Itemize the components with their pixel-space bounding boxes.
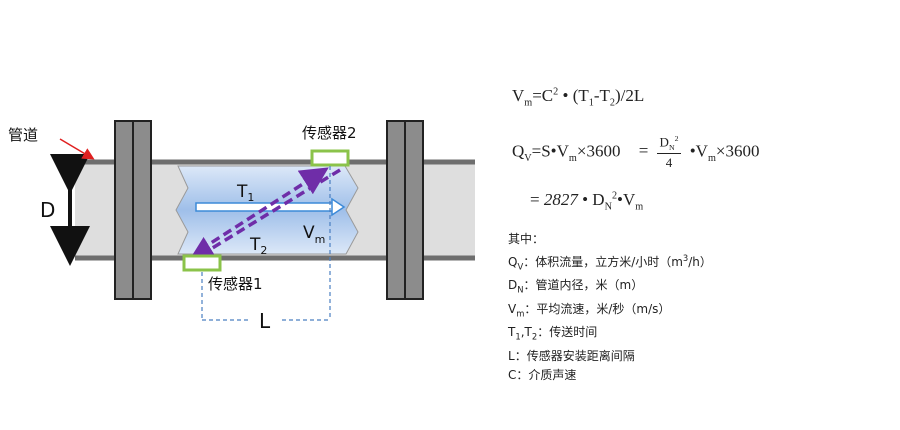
formula-flow-constant: = 2827 • DN2•Vm bbox=[530, 190, 644, 213]
velocity-label: Vm bbox=[303, 223, 325, 246]
legend-title: 其中： bbox=[508, 232, 545, 246]
formula-flow: QV=S•Vm×3600 = DN2 4 •Vm×3600 bbox=[512, 134, 760, 171]
legend-item: DN：管道内径，米（m） bbox=[508, 278, 644, 295]
t1-path-arrow bbox=[199, 167, 329, 252]
t1-label: T1 bbox=[236, 182, 254, 204]
diameter-label: D bbox=[40, 198, 55, 222]
formula-velocity: Vm=C2 • (T1-T2)/2L bbox=[512, 86, 645, 109]
sensor-2 bbox=[310, 149, 350, 167]
legend-item: L：传感器安装距离间隔 bbox=[508, 348, 635, 363]
symbol-legend: 其中： QV：体积流量，立方米/小时（m3/h） DN：管道内径，米（m） Vm… bbox=[508, 230, 712, 385]
length-label: L bbox=[259, 309, 271, 333]
t2-label: T2 bbox=[249, 235, 267, 257]
legend-item: C：介质声速 bbox=[508, 367, 577, 382]
pipe-label: 管道 bbox=[8, 126, 38, 144]
legend-item: QV：体积流量，立方米/小时（m3/h） bbox=[508, 253, 712, 272]
right-flange bbox=[386, 120, 424, 300]
legend-item: Vm：平均流速，米/秒（m/s） bbox=[508, 301, 671, 319]
sensor-1 bbox=[182, 254, 222, 272]
legend-item: T1,T2：传送时间 bbox=[508, 325, 598, 342]
length-dimension bbox=[201, 166, 331, 321]
t2-path-arrow bbox=[187, 168, 341, 264]
sensor-2-label: 传感器2 bbox=[302, 124, 357, 142]
left-flange bbox=[114, 120, 152, 300]
sensor-1-label: 传感器1 bbox=[208, 275, 263, 293]
pipe-pointer-arrow bbox=[59, 138, 95, 160]
diameter-fraction: DN2 4 bbox=[656, 134, 682, 171]
